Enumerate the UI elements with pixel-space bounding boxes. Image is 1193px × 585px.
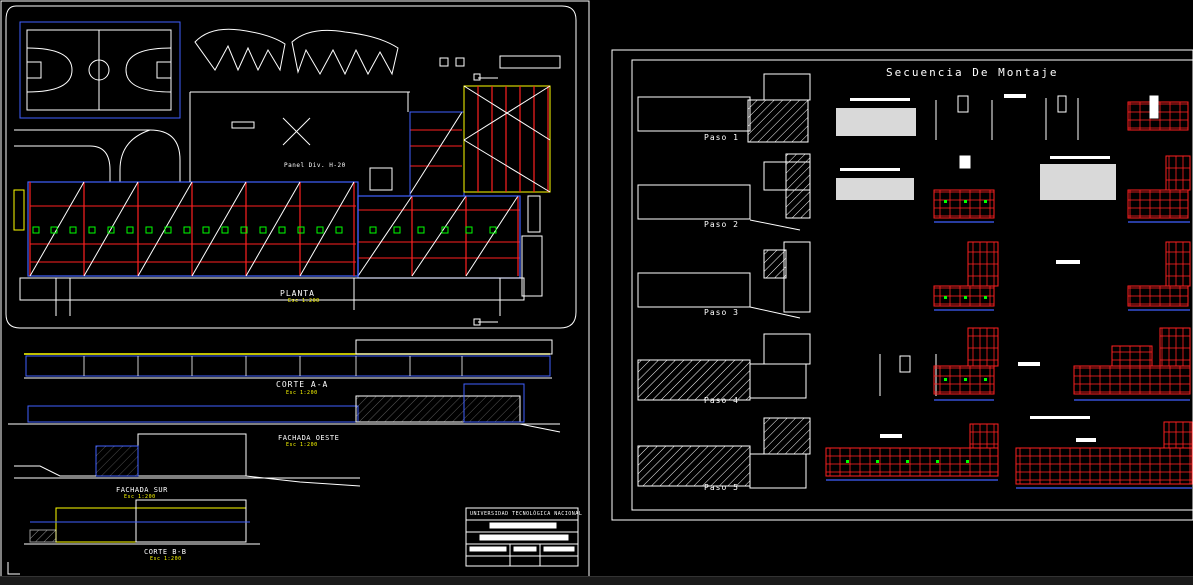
base-lines (826, 221, 1192, 489)
panel-grids (825, 95, 1193, 485)
step-label-2: Paso 2 (704, 220, 739, 229)
section-aa-label: CORTE A-A (276, 380, 329, 389)
step-label-4: Paso 4 (704, 396, 739, 405)
section-bb-label: CORTE B-B (144, 548, 187, 556)
sequence-title: Secuencia De Montaje (886, 66, 1059, 79)
south-facade-label: FACHADA SUR (116, 486, 168, 494)
ucs-icon (7, 562, 20, 575)
landscape-shapes (194, 28, 561, 76)
south-facade (14, 433, 361, 487)
basketball-court (19, 21, 181, 119)
paso-4-diagram (637, 333, 811, 401)
paso-2-diagram (637, 153, 811, 231)
section-bb-scale: Esc 1:200 (150, 556, 182, 562)
panel-label: Panel Div. H-20 (284, 162, 346, 169)
title-block (465, 507, 579, 567)
section-aa (24, 339, 553, 379)
left-sheet (0, 0, 590, 578)
section-bb (24, 499, 260, 545)
title-block-university: UNIVERSIDAD TECNOLÓGICA NACIONAL (470, 511, 583, 517)
panel-joints (846, 200, 987, 463)
south-facade-scale: Esc 1:200 (124, 494, 156, 500)
paso-3-diagram (637, 241, 811, 319)
column-profiles (879, 95, 1079, 396)
status-bar (0, 576, 1193, 585)
note-blocks (836, 94, 1116, 442)
step-label-5: Paso 5 (704, 483, 739, 492)
paso-1-diagram (637, 73, 811, 143)
paso-5-diagram (637, 417, 811, 489)
markers (231, 73, 498, 326)
west-facade (8, 383, 561, 433)
west-facade-label: FACHADA OESTE (278, 434, 340, 442)
step-label-1: Paso 1 (704, 133, 739, 142)
road (14, 129, 181, 182)
plan-label: PLANTA (280, 289, 315, 298)
plan-scale: Esc 1:200 (288, 298, 320, 304)
section-aa-scale: Esc 1:200 (286, 390, 318, 396)
step-label-3: Paso 3 (704, 308, 739, 317)
west-facade-scale: Esc 1:200 (286, 442, 318, 448)
building-plan (13, 85, 551, 316)
right-sheet (611, 49, 1193, 521)
